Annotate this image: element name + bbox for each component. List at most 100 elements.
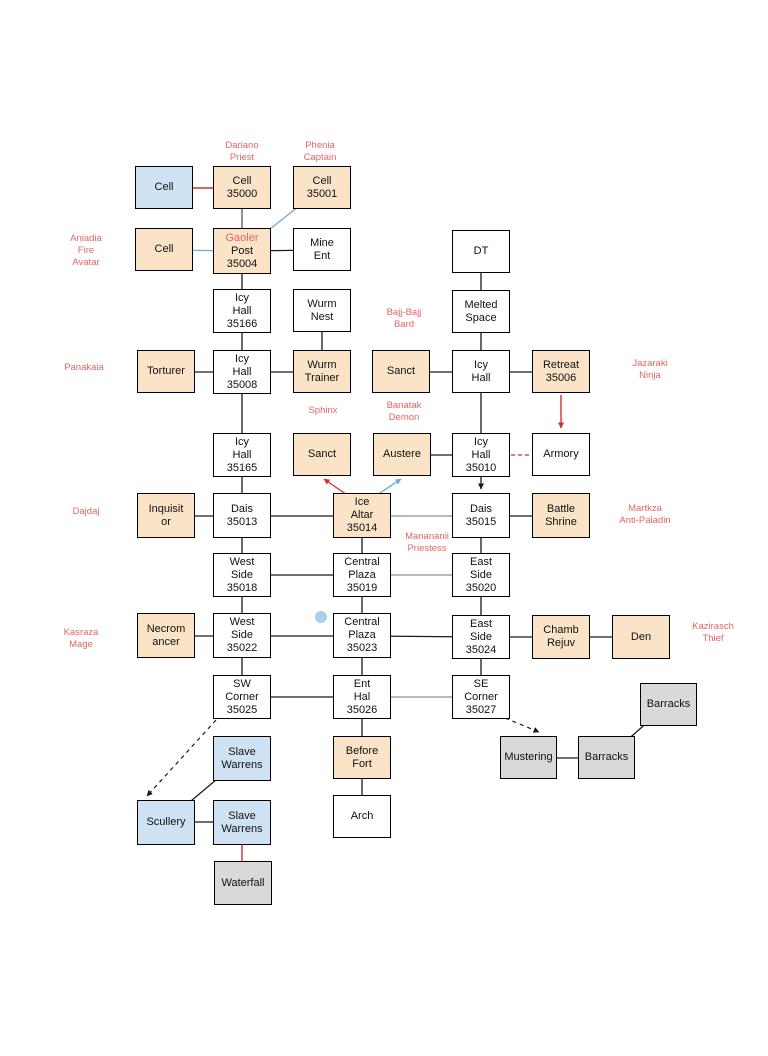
annotation-line: Mage xyxy=(69,639,93,650)
node-label-line: East xyxy=(469,617,492,630)
annotation-line: Panakaia xyxy=(64,362,104,373)
node-scullery: Scullery xyxy=(137,800,195,845)
node-label-line: Dais xyxy=(469,502,492,515)
annotation-line: Thief xyxy=(702,633,724,644)
node-label-line: Cell xyxy=(154,181,174,193)
node-label-line: 35004 xyxy=(226,257,258,270)
node-label-line: Torturer xyxy=(147,365,185,377)
node-label-line: Armory xyxy=(543,448,579,460)
node-label-line: Arch xyxy=(350,810,374,822)
annotation-line: Bajj-Bajj xyxy=(386,307,422,318)
node-label-line: Corner xyxy=(225,690,259,703)
node-label-line: ancer xyxy=(152,635,180,648)
node-label-line: Before xyxy=(345,744,379,757)
node-label-line: Fort xyxy=(352,757,372,770)
annotation-line: Sphinx xyxy=(308,405,338,416)
edge-sw-corner--scullery-dashed xyxy=(146,719,217,797)
annotation-line: Martkza xyxy=(628,503,662,514)
node-label-line: 35018 xyxy=(226,581,258,594)
annotation-line: Captain xyxy=(303,152,337,163)
annotation-line: Jazaraki xyxy=(632,358,668,369)
annotation-panakaia: Panakaia xyxy=(64,362,104,374)
annotation-line: Ninja xyxy=(639,370,661,381)
node-label-line: Austere xyxy=(383,448,421,460)
node-label-line: West xyxy=(229,555,255,568)
node-torturer: Torturer xyxy=(137,350,195,393)
node-label-line: Mustering xyxy=(504,751,553,763)
node-label-line: Central xyxy=(344,555,380,568)
node-label-line: Hall xyxy=(471,371,491,384)
annotation-line: Avatar xyxy=(72,257,100,268)
node-label-line: Side xyxy=(469,630,493,643)
node-label-line: 35014 xyxy=(346,522,378,534)
node-waterfall: Waterfall xyxy=(214,861,272,905)
node-label-line: Ent xyxy=(313,249,331,262)
node-label-line: Rejuv xyxy=(546,637,576,649)
node-label-line: 35022 xyxy=(226,642,258,654)
node-label-line: 35027 xyxy=(465,703,497,716)
annotation-dajdaj: Dajdaj xyxy=(73,506,100,518)
node-label-line: Battle xyxy=(546,502,576,515)
node-label-line: Side xyxy=(230,629,254,641)
node-label-line: 35025 xyxy=(226,703,258,716)
node-label-line: 35020 xyxy=(465,581,497,594)
node-label-line: 35026 xyxy=(346,703,378,716)
node-label-line: 35024 xyxy=(465,643,497,656)
node-label-line: 35001 xyxy=(306,187,338,200)
annotation-line: Dajdaj xyxy=(72,506,100,517)
node-label-line: Side xyxy=(230,568,254,581)
node-label-line: Mine xyxy=(310,236,334,249)
annotation-line: Bard xyxy=(393,319,415,330)
node-label-line: Cell xyxy=(232,174,252,187)
annotation-line: Demon xyxy=(388,412,420,423)
node-label-line: SW xyxy=(233,677,251,690)
node-label-line: Plaza xyxy=(348,629,376,641)
node-label-line: Hall xyxy=(471,448,491,461)
node-label-line: Shrine xyxy=(545,515,577,528)
node-label-line: Slave xyxy=(228,745,256,758)
node-label-line: 35019 xyxy=(346,581,378,594)
annotation-line: Phenia xyxy=(305,140,335,151)
node-label-line: 35166 xyxy=(226,317,258,330)
annotation-line: Manananii xyxy=(405,531,449,542)
annotation-sphinx: Sphinx xyxy=(308,405,337,417)
node-cell-b: Cell xyxy=(135,228,193,271)
node-barracks-upper: Barracks xyxy=(640,683,697,726)
node-label-line: Ent xyxy=(353,677,371,690)
node-label-line: Warrens xyxy=(221,758,263,771)
node-label-line: Side xyxy=(469,568,493,581)
node-label-line: Plaza xyxy=(348,568,376,581)
node-label-line: 35015 xyxy=(465,515,497,528)
node-label-line: SE xyxy=(473,677,489,690)
node-label-line: 35165 xyxy=(226,461,258,474)
node-label-line: Chamb xyxy=(543,624,579,636)
node-dt: DT xyxy=(452,230,510,273)
node-label-line: 35013 xyxy=(226,515,258,528)
node-label-line: Icy xyxy=(234,435,250,448)
node-label-line: DT xyxy=(473,245,489,257)
annotation-line: Aniadia xyxy=(70,233,102,244)
node-label-line: 35023 xyxy=(346,642,378,654)
node-label-line: Den xyxy=(630,630,652,643)
